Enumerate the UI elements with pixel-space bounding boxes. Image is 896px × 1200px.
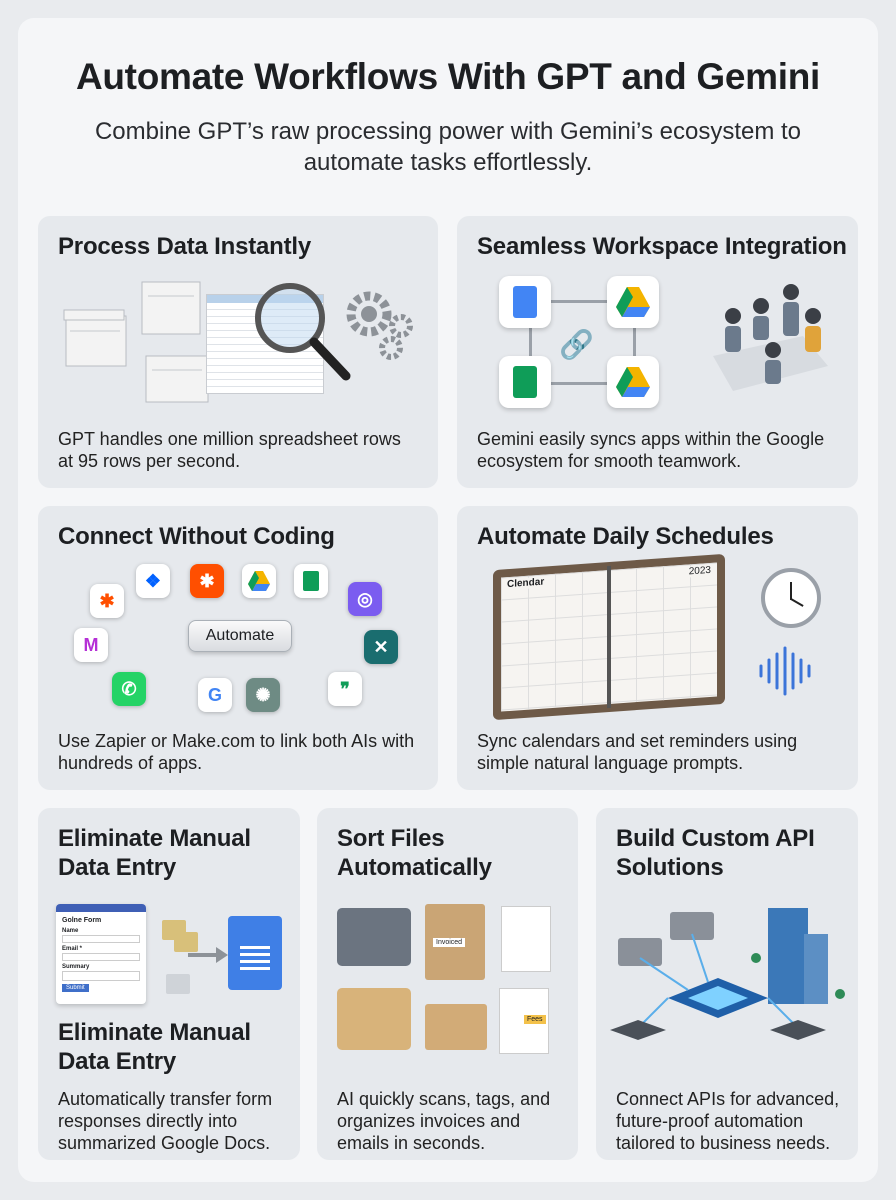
api-network-illustration [608,898,848,1083]
google-sheets-icon [499,356,551,408]
folder-gray-icon [337,908,411,966]
card-title: Build Custom API Solutions [616,825,815,881]
google-drive-icon [607,356,659,408]
card-text: GPT handles one million spreadsheet rows… [58,429,401,471]
document-icon: Fees [499,988,549,1054]
card-text: AI quickly scans, tags, and organizes in… [337,1089,551,1153]
form-submit-button[interactable]: Submit [62,984,89,992]
card-text: Connect APIs for advanced, future-proof … [616,1089,840,1153]
zapier-icon: ✱ [90,584,124,618]
google-docs-icon [499,276,551,328]
card-title: Sort Files Automatically [337,825,492,881]
form-title: Golne Form [62,917,102,924]
mail-envelope-icon [425,1004,487,1050]
card-sort-files: Sort Files Automatically Invoiced Fees A… [317,808,578,1160]
automate-hub: Automate [188,620,292,652]
calendar-planner: Clendar 2023 [493,553,725,721]
pinwheel-icon: ✕ [364,630,398,664]
card-text: Use Zapier or Make.com to link both AIs … [58,731,415,773]
chatgpt-icon: ✺ [246,678,280,712]
spreadsheet-chip-icon [166,974,190,994]
form-field-label: Summary [62,964,90,970]
fees-tag: Fees [524,1015,546,1024]
magnifier-icon [248,276,358,391]
gears-icon [343,286,423,371]
google-sheets-icon [294,564,328,598]
invoice-tag: Invoiced [433,938,466,947]
card-title: Automate Daily Schedules [477,523,774,550]
card-workspace-integration: Seamless Workspace Integration 🔗 Gemini … [457,216,858,488]
data-chip-icon [174,932,198,952]
make-icon: ◎ [348,582,382,616]
team-meeting-illustration [693,276,833,411]
make-com-icon: M [74,628,108,662]
voice-wave-icon [757,646,821,701]
card-title: Process Data Instantly [58,233,312,260]
form-input[interactable] [62,953,140,961]
card-daily-schedules: Automate Daily Schedules Clendar 2023 Sy… [457,506,858,790]
calendar-year: 2023 [688,564,711,578]
paper-stacks-icon [62,276,212,411]
hangouts-icon: ❞ [328,672,362,706]
card-manual-data-entry: Eliminate Manual Data Entry Golne Form N… [38,808,300,1160]
document-icon [501,906,551,972]
page-subtitle: Combine GPT’s raw processing power with … [94,118,802,176]
folder-tan-icon [337,988,411,1050]
card-text: Gemini easily syncs apps within the Goog… [477,429,825,471]
form-window: Golne Form Name Email * Summary Submit [56,904,146,1004]
link-icon: 🔗 [559,329,594,360]
dropbox-icon: ❖ [136,564,170,598]
arrow-head-icon [216,947,228,963]
card-text: Sync calendars and set reminders using s… [477,731,798,773]
arrow-icon [188,953,218,957]
form-input[interactable] [62,935,140,943]
form-input[interactable] [62,971,140,981]
form-field-label: Name [62,928,79,934]
card-connect-without-coding: Connect Without Coding Automate ✱ ❖ ✱ ◎ … [38,506,438,790]
page-title: Automate Workflows With GPT and Gemini [75,56,821,97]
card-title: Eliminate Manual Data Entry [58,825,251,881]
google-docs-icon [228,916,282,990]
card-title: Connect Without Coding [58,523,335,550]
card-subtitle: Eliminate Manual Data Entry [58,1019,251,1075]
card-custom-api: Build Custom API Solutions Connect APIs … [596,808,858,1160]
card-title: Seamless Workspace Integration [477,233,847,260]
google-drive-icon [242,564,276,598]
google-drive-icon [607,276,659,328]
zapier-logo-icon: ✱ [190,564,224,598]
card-text: Automatically transfer form responses di… [58,1089,273,1153]
envelope-icon: Invoiced [425,904,485,980]
form-field-label: Email * [62,946,83,952]
whatsapp-icon: ✆ [112,672,146,706]
card-process-data: Process Data Instantly GPT handles one m… [38,216,438,488]
google-icon: G [198,678,232,712]
clock-icon [761,568,821,628]
